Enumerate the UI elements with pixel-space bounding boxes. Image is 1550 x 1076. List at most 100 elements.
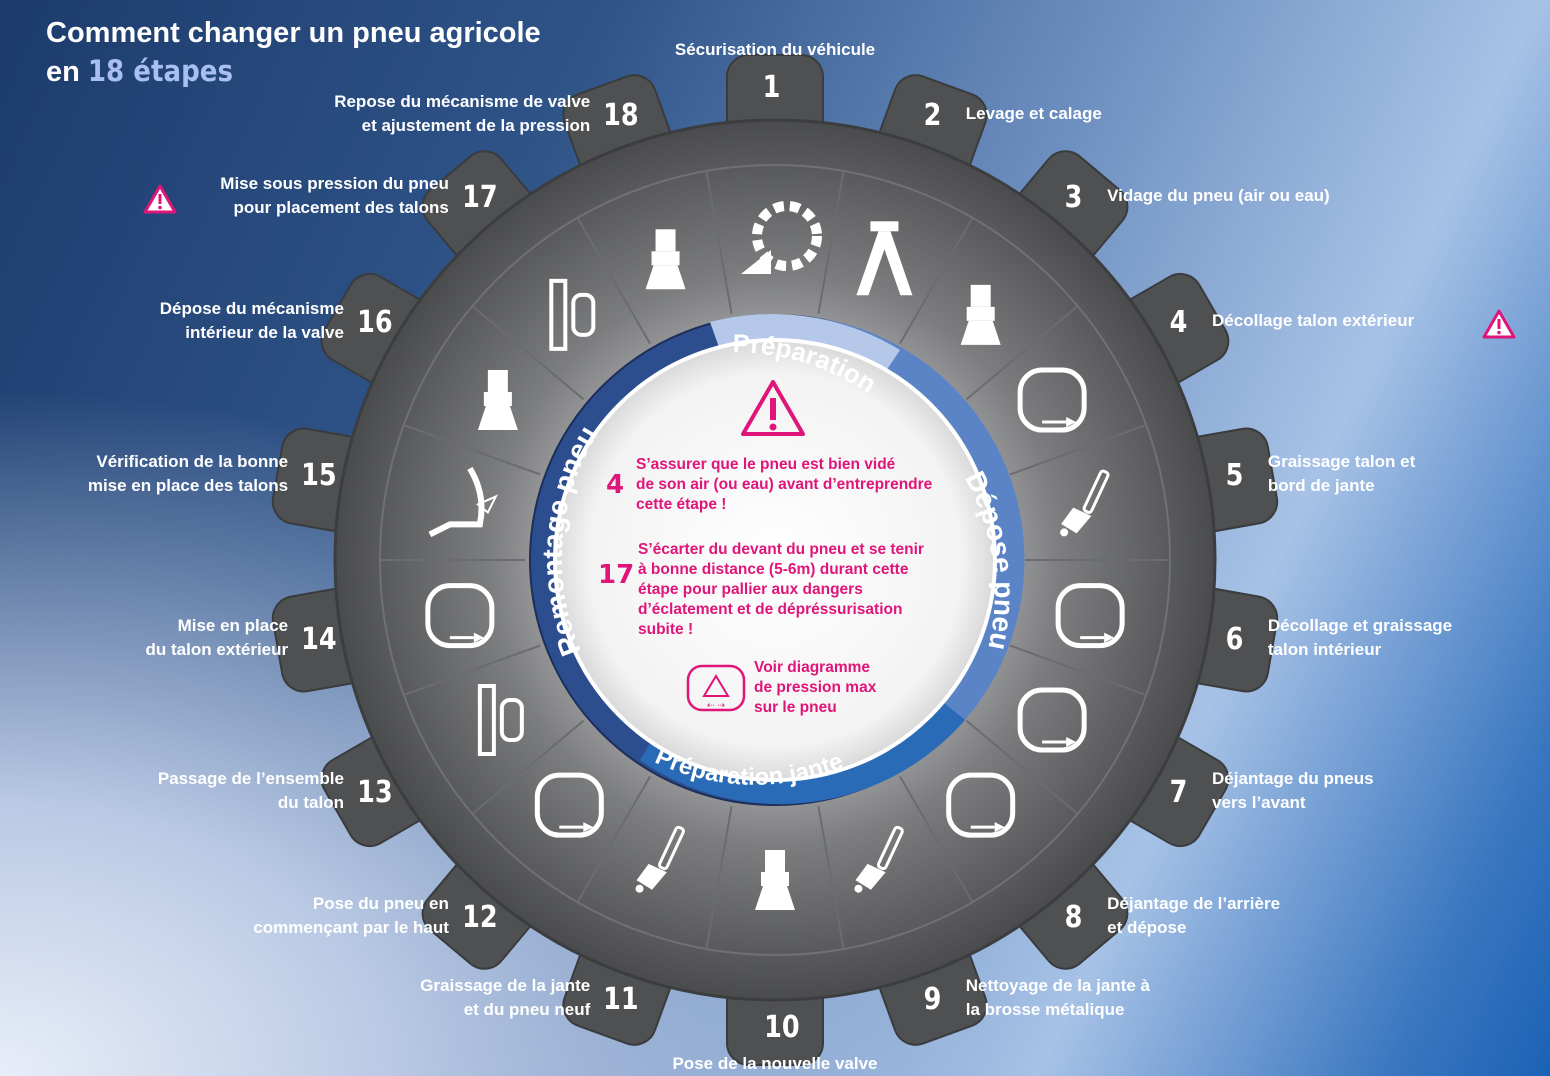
step-label-line: Décollage et graissage (1267, 615, 1453, 635)
jack-stand-icon (856, 221, 913, 296)
warning-4-line-3: cette étape ! (636, 496, 727, 513)
center-warning-17-num: 17 (598, 560, 635, 590)
segment-divider (403, 423, 541, 476)
step-number-17: 17 (462, 179, 498, 215)
step-label-line: Vérification de la bonne (96, 452, 289, 472)
step-number-7: 7 (1169, 775, 1188, 810)
step-label-7: Déjantage du pneus vers l’avant (1212, 767, 1374, 815)
segment-divider (817, 806, 845, 950)
valve-deflate-icon (960, 284, 1001, 345)
title-prefix: en (46, 56, 88, 88)
step-label-line: la brosse métalique (965, 999, 1125, 1019)
pressure-note-line-2: de pression max (754, 679, 877, 696)
grease-brush-icon (1060, 469, 1110, 537)
svg-text:⇠ ⇢: ⇠ ⇢ (707, 701, 725, 711)
step-label-line: Mise sous pression du pneu (220, 173, 449, 193)
step-number-13: 13 (357, 775, 393, 810)
segment-divider (899, 776, 974, 903)
tire-bead-break-icon (1017, 367, 1087, 433)
warning-4-line-2: de son air (ou eau) avant d’entreprendre (636, 476, 933, 493)
pressure-diagram-icon: ⇠ ⇢ (686, 664, 746, 712)
step-label-15: Vérification de la bonne mise en place de… (88, 450, 288, 498)
step-label-line: Sécurisation du véhicule (674, 40, 876, 59)
step-label-5: Graissage talon et bord de jante (1268, 450, 1415, 498)
segment-divider (965, 305, 1079, 401)
segment-divider (817, 170, 845, 314)
tire-mount-top-icon (534, 772, 604, 838)
step-label-line: Repose du mécanisme de valve (334, 92, 591, 112)
title-highlight: 18 étapes (87, 54, 233, 88)
step-label-1: Sécurisation du véhicule (635, 38, 915, 62)
new-valve-icon (755, 850, 795, 910)
center-warning-4-num: 4 (606, 470, 625, 500)
step-label-line: Dépose du mécanisme (159, 299, 344, 318)
step-icons (425, 201, 1125, 910)
step-label-line: mise en place des talons (87, 476, 289, 496)
warning-17-line-1: S’écarter du devant du pneu et se tenir (638, 541, 924, 558)
step-label-line: Graissage de la jante (420, 975, 591, 995)
center-warning-4-text: S’assurer que le pneu est bien vidé de s… (636, 455, 932, 515)
segment-divider (471, 719, 585, 815)
grease-brush-icon (635, 825, 685, 893)
step-label-12: Pose du pneu en commençant par le haut (253, 892, 449, 940)
bead-pass-icon (477, 684, 524, 756)
step-number-3: 3 (1064, 179, 1083, 215)
step-label-line: commençant par le haut (253, 918, 449, 938)
warning-17-line-5: subite ! (638, 621, 694, 638)
warning-17-line-4: d’éclatement et de dépréssurisation (638, 601, 903, 618)
step-label-line: Pose du pneu en (312, 894, 449, 914)
step-label-line: Graissage talon et (1267, 452, 1416, 472)
warning-4-line-1: S’assurer que le pneu est bien vidé (636, 456, 896, 473)
step-number-10: 10 (764, 1010, 800, 1045)
step-label-line: bord de jante (1267, 476, 1375, 496)
step-label-line: Pose de la nouvelle valve (672, 1054, 878, 1073)
step-label-3: Vidage du pneu (air ou eau) (1107, 184, 1330, 208)
pressure-note-line-3: sur le pneu (754, 699, 837, 716)
wire-brush-icon (854, 825, 904, 893)
pressure-note-line-1: Voir diagramme (754, 659, 871, 676)
step-number-16: 16 (357, 305, 393, 340)
step-label-line: Déjantage du pneus (1212, 769, 1374, 788)
tire-outer-bead-icon (425, 583, 495, 649)
step-number-9: 9 (923, 981, 942, 1017)
step-label-4: Décollage talon extérieur (1212, 309, 1414, 333)
segment-divider (1009, 644, 1147, 697)
warning-17-line-3: étape pour pallier aux dangers (638, 581, 863, 598)
tire-demount-rear-icon (946, 772, 1016, 838)
segment-divider (1009, 423, 1147, 476)
valve-core-remove-icon (477, 370, 518, 430)
step-label-16: Dépose du mécanisme intérieur de la valve (160, 297, 344, 345)
step-label-line: Décollage talon extérieur (1212, 311, 1415, 330)
step-label-line: vers l’avant (1212, 793, 1306, 812)
step-label-8: Déjantage de l’arrière et dépose (1107, 892, 1280, 940)
segment-divider (576, 217, 651, 344)
center-disc (553, 338, 997, 782)
pressure-note: Voir diagramme de pression max sur le pn… (754, 658, 876, 718)
segment-dividers (380, 170, 1170, 950)
center-warning-icon (741, 380, 805, 436)
step-number-1: 1 (762, 70, 781, 105)
step-label-line: et du pneu neuf (463, 999, 591, 1019)
warning-icon (1482, 309, 1516, 339)
title-line-1: Comment changer un pneu agricole (46, 17, 541, 49)
segment-divider (576, 776, 651, 903)
step-label-line: et dépose (1107, 918, 1187, 938)
step-label-line: du talon extérieur (145, 639, 289, 659)
segment-divider (705, 170, 733, 314)
inflate-icon (549, 278, 596, 351)
step-label-line: pour placement des talons (233, 197, 449, 217)
warning-17-line-2: à bonne distance (5-6m) durant cette (638, 561, 909, 578)
step-label-2: Levage et calage (966, 102, 1102, 126)
step-label-11: Graissage de la jante et du pneu neuf (420, 974, 590, 1022)
step-number-11: 11 (603, 981, 639, 1017)
step-label-line: Vidage du pneu (air ou eau) (1107, 185, 1330, 205)
segment-divider (705, 806, 733, 950)
step-label-line: intérieur de la valve (185, 323, 344, 342)
step-number-8: 8 (1064, 900, 1083, 936)
step-label-line: Déjantage de l’arrière (1107, 894, 1281, 914)
